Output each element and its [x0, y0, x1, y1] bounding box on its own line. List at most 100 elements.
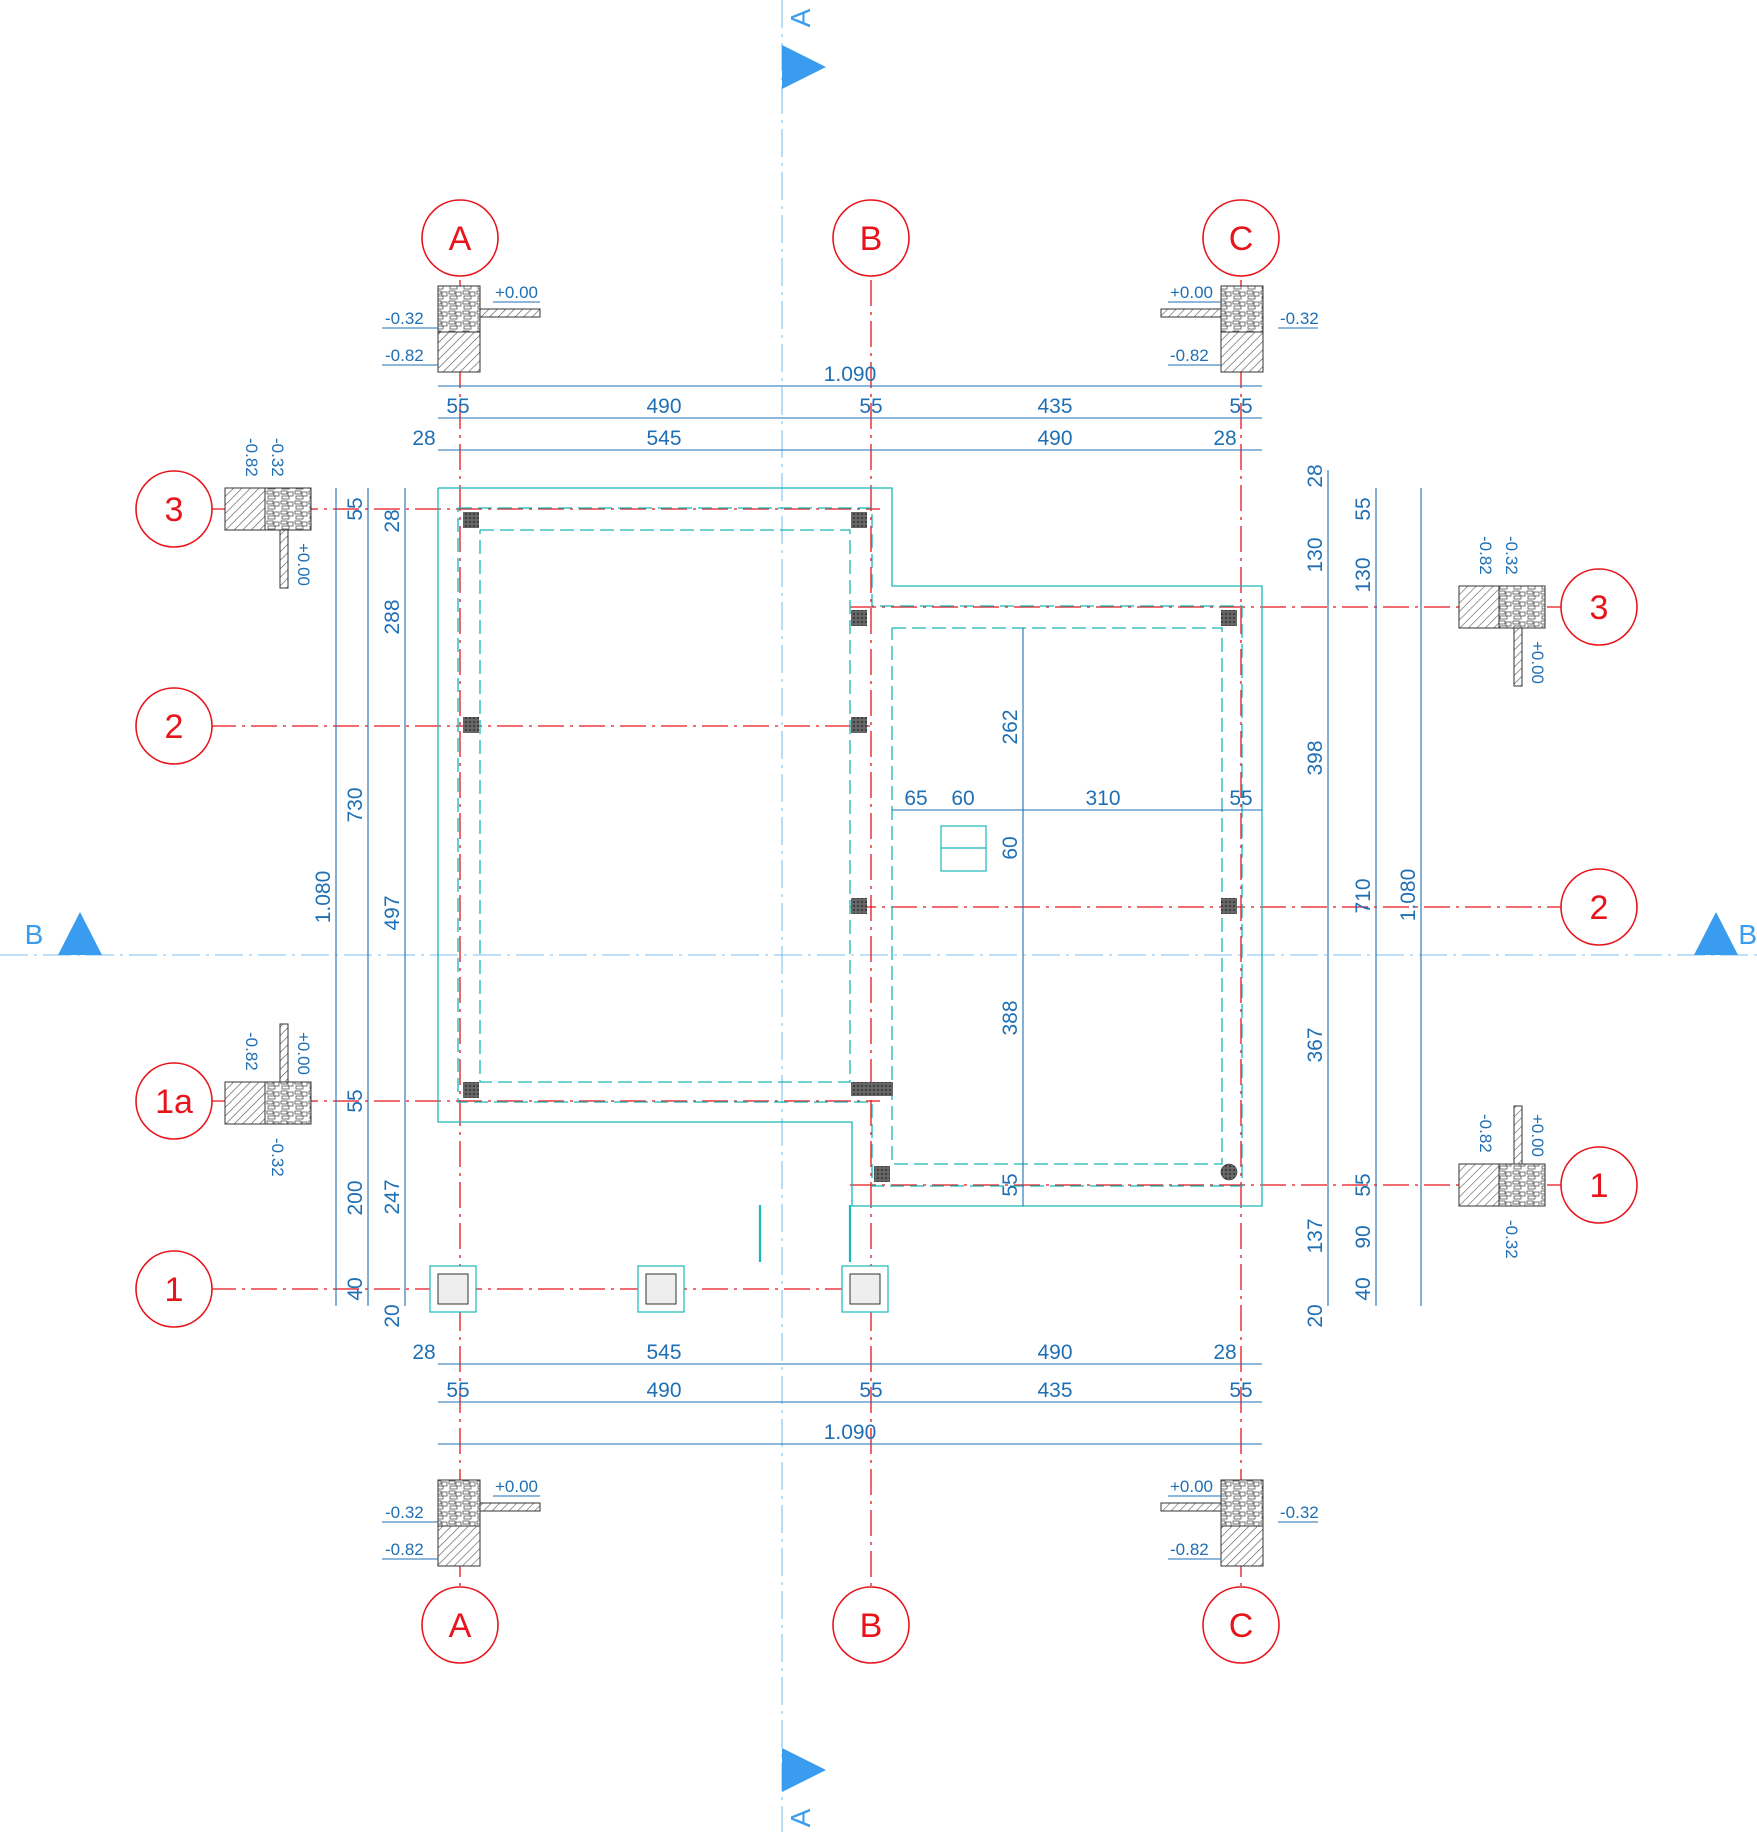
dim-left-c2-3: 247: [381, 1179, 404, 1214]
svg-text:3: 3: [165, 491, 184, 529]
wall-center-outline: [457, 507, 1243, 1187]
level-c-top-zero: +0.00: [1170, 283, 1213, 302]
top-dimensions: 1.090 55 490 55 435 55 28 545 490 28: [412, 363, 1262, 451]
dim-right-c2-4: 90: [1352, 1225, 1375, 1248]
footing-a1-core: [437, 1273, 469, 1305]
grid-lines: [210, 280, 1564, 1590]
detail-1al-wall: [279, 1023, 289, 1083]
grid-bubble-1a-left: 1a: [135, 1062, 213, 1140]
detail-3r-stone: [1498, 585, 1546, 629]
section-label-left: B: [25, 919, 44, 950]
dim-left-c1-2: 55: [344, 1089, 367, 1112]
interior-dimensions: 65 60 310 55 262 60 388 55: [892, 628, 1262, 1206]
detail-c-bot-slab: [1160, 1502, 1222, 1512]
column-b1a: [851, 1082, 893, 1096]
dim-top-total: 1.090: [824, 363, 877, 386]
dim-bot-r2-3: 435: [1037, 1379, 1072, 1402]
level-1al-zero: +0.00: [294, 1032, 313, 1075]
dim-top-r1-0: 55: [446, 395, 469, 418]
grid-bubble-2-left: 2: [135, 687, 213, 765]
dim-bot-r2-2: 55: [859, 1379, 882, 1402]
dim-top-r2-3: 28: [1213, 427, 1236, 450]
dim-right-total: 1.080: [1397, 869, 1420, 922]
svg-text:1a: 1a: [155, 1083, 193, 1121]
column-a2: [463, 717, 479, 733]
svg-text:2: 2: [165, 708, 184, 746]
grid-bubble-b-top: B: [832, 199, 910, 277]
foundation-walls: [437, 487, 1263, 1262]
column-c1-round: [1220, 1163, 1238, 1181]
dim-left-c1-4: 40: [344, 1277, 367, 1300]
dim-int-v-3: 55: [999, 1173, 1022, 1196]
section-label-bottom: A: [785, 1808, 816, 1827]
svg-text:1: 1: [1590, 1167, 1609, 1205]
grid-bubble-3-right: 3: [1560, 568, 1638, 646]
dim-right-c1-0: 28: [1304, 464, 1327, 487]
level-c-bot-032: -0.32: [1280, 1503, 1319, 1522]
svg-text:B: B: [860, 220, 883, 258]
dim-left-c2-2: 497: [381, 895, 404, 930]
dim-left-c2-4: 20: [381, 1304, 404, 1327]
dim-right-c2-3: 55: [1352, 1173, 1375, 1196]
level-3r-zero: +0.00: [1528, 641, 1547, 684]
dim-bot-r1-2: 490: [1037, 1341, 1072, 1364]
section-detail-3-left: -0.82 -0.32 +0.00: [224, 438, 313, 589]
dim-top-r2-0: 28: [412, 427, 435, 450]
bottom-dimensions: 28 545 490 28 55 490 55 435 55 1.090: [412, 1341, 1262, 1445]
detail-c-bot-hatch: [1220, 1525, 1264, 1567]
dim-left-c1-0: 55: [344, 497, 367, 520]
detail-a-bot-hatch: [437, 1525, 481, 1567]
section-label-top: A: [785, 8, 816, 27]
dim-top-r1-3: 435: [1037, 395, 1072, 418]
dim-right-c1-2: 398: [1304, 740, 1327, 775]
dim-int-v-0: 262: [999, 709, 1022, 744]
column-c3: [1221, 610, 1237, 626]
svg-text:B: B: [860, 1607, 883, 1645]
level-a-top-zero: +0.00: [495, 283, 538, 302]
level-a-bot-032: -0.32: [385, 1503, 424, 1522]
dim-right-c2-5: 40: [1352, 1277, 1375, 1300]
level-3l-zero: +0.00: [294, 543, 313, 586]
dim-left-total: 1.080: [312, 871, 335, 924]
level-3l-082: -0.82: [242, 438, 261, 477]
level-1r-zero: +0.00: [1528, 1114, 1547, 1157]
detail-3l-hatch: [224, 487, 266, 531]
grid-bubble-1-right: 1: [1560, 1146, 1638, 1224]
section-detail-1a-left: -0.82 +0.00 -0.32: [224, 1023, 313, 1177]
column-b3: [851, 512, 867, 528]
section-arrow-right: [1694, 912, 1738, 955]
detail-1al-hatch: [224, 1081, 266, 1125]
level-3r-082: -0.82: [1476, 536, 1495, 575]
section-arrow-bottom: [782, 1748, 826, 1792]
detail-1r-stone: [1498, 1163, 1546, 1207]
section-detail-c-bottom: +0.00 -0.32 -0.82: [1160, 1477, 1319, 1567]
dim-int-v-1: 60: [999, 836, 1022, 859]
dim-bot-r2-1: 490: [646, 1379, 681, 1402]
column-a1a: [463, 1082, 479, 1098]
dim-bot-r1-1: 545: [646, 1341, 681, 1364]
svg-text:C: C: [1229, 220, 1254, 258]
level-1al-082: -0.82: [242, 1032, 261, 1071]
level-1al-032: -0.32: [268, 1138, 287, 1177]
dim-int-h-3: 55: [1229, 787, 1252, 810]
section-detail-c-top: +0.00 -0.32 -0.82: [1160, 283, 1319, 373]
section-detail-1-right: -0.82 +0.00 -0.32: [1458, 1105, 1547, 1259]
dim-left-c1-3: 200: [344, 1180, 367, 1215]
level-a-bot-zero: +0.00: [495, 1477, 538, 1496]
footing-b1-core: [849, 1273, 881, 1305]
dim-right-c1-5: 20: [1304, 1304, 1327, 1327]
detail-a-top-hatch: [437, 331, 481, 373]
dim-bot-r2-0: 55: [446, 1379, 469, 1402]
level-c-top-032: -0.32: [1280, 309, 1319, 328]
detail-3r-wall: [1513, 627, 1523, 687]
svg-text:2: 2: [1590, 889, 1609, 927]
column-c2: [1221, 898, 1237, 914]
dim-top-r1-2: 55: [859, 395, 882, 418]
grid-bubble-a-bottom: A: [421, 1586, 499, 1664]
grid-bubble-3-left: 3: [135, 470, 213, 548]
level-3l-032: -0.32: [268, 438, 287, 477]
dim-right-c2-0: 55: [1352, 497, 1375, 520]
dim-top-r2-1: 545: [646, 427, 681, 450]
detail-3l-wall: [279, 529, 289, 589]
level-a-top-082: -0.82: [385, 346, 424, 365]
